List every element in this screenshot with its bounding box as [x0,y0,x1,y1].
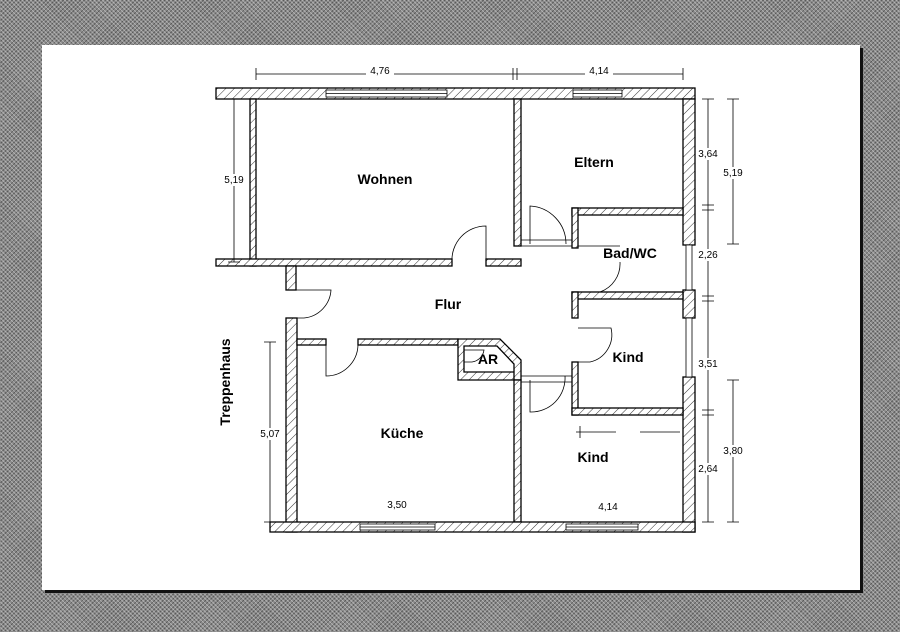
wall-wohnen-eltern [513,98,522,247]
paper-sheet [42,45,860,590]
room-label-kind-upper: Kind [612,349,643,365]
wall-bad-top [571,207,684,216]
door-wohnen [451,225,487,263]
dim-right-outer-1: 5,19 [723,168,743,179]
windows [325,89,693,531]
wall-wohnen-bottom-2 [485,258,522,267]
door-eltern [521,205,572,247]
wall-bad-bottom [571,291,684,300]
dim-left-kueche: 5,07 [260,429,280,440]
room-label-kind-lower: Kind [577,449,608,465]
wall-kueche-top-1 [296,338,327,346]
door-flur-entrance [296,289,332,319]
kind-divider-line [576,426,680,438]
wall-kueche-top-2 [357,338,459,346]
door-bad [578,245,621,293]
dim-right-inner-2: 2,26 [698,250,718,261]
wall-kueche-kind [513,379,522,523]
wall-kueche-left [285,317,298,533]
room-label-bad: Bad/WC [603,245,657,261]
wall-bottom [269,521,696,533]
wall-kind-bottom [571,407,684,416]
wall-wohnen-bottom [215,258,453,267]
dim-right-inner-1: 3,64 [698,149,718,160]
wall-bad-left [571,207,579,249]
wall-right-3 [682,376,696,533]
dim-right-outer-2: 3,80 [723,446,743,457]
wall-right-2 [682,289,696,319]
room-label-ar: AR [478,351,498,367]
dim-left-wohnen: 5,19 [224,175,244,186]
dim-right-inner-3: 3,51 [698,359,718,370]
dim-top-right: 4,14 [589,66,609,77]
dim-bottom-kind: 4,14 [598,502,618,513]
room-label-eltern: Eltern [574,154,614,170]
room-label-flur: Flur [435,296,462,312]
wall-top [215,87,696,100]
window [685,244,693,291]
dim-right-inner-4: 2,64 [698,464,718,475]
door-ar [464,349,485,363]
dim-bottom-kueche: 3,50 [387,500,407,511]
wall-flur-left [285,265,297,291]
door-kind [578,327,613,363]
label-treppenhaus: Treppenhaus [217,338,233,425]
door-kind-lower [521,375,572,413]
walls [215,87,696,533]
room-label-kueche: Küche [381,425,424,441]
dim-top-left: 4,76 [370,66,390,77]
wall-right-1 [682,98,696,246]
wall-kind-left-2 [571,361,579,416]
room-label-wohnen: Wohnen [358,171,413,187]
doors [296,205,680,438]
door-kueche [325,344,359,377]
window [685,317,693,378]
wall-wohnen-left [249,98,257,267]
wall-kind-left-1 [571,291,579,319]
